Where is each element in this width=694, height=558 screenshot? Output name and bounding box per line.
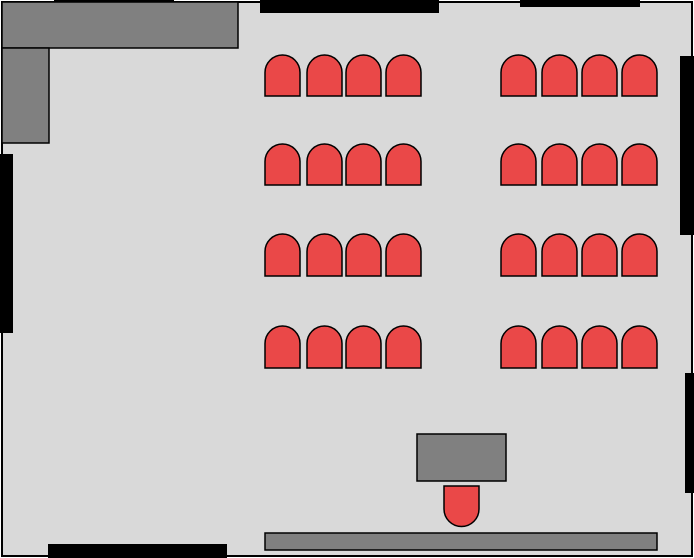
chair [500, 233, 537, 277]
top-wall-opening-3 [520, 0, 640, 7]
chair [264, 143, 301, 186]
bottom-wall-opening [48, 544, 227, 558]
chair [306, 143, 343, 186]
chair [345, 54, 382, 97]
chair [541, 233, 578, 277]
corner-counter-side [1, 47, 50, 144]
chair [385, 233, 422, 277]
chair [621, 143, 658, 186]
chair [264, 233, 301, 277]
chair [385, 54, 422, 97]
chair [500, 54, 537, 97]
chair [385, 143, 422, 186]
teacher-chair [443, 485, 480, 528]
chair-group-right-block [500, 54, 658, 369]
chair [621, 233, 658, 277]
chair [581, 233, 618, 277]
chair [581, 54, 618, 97]
top-wall-opening-2 [260, 0, 439, 13]
chair [345, 325, 382, 369]
teacher-desk [416, 433, 507, 482]
chair-group-left-block [264, 54, 422, 369]
chair [306, 54, 343, 97]
chair [581, 325, 618, 369]
chair-area [264, 54, 658, 369]
chair [264, 325, 301, 369]
chair [306, 233, 343, 277]
chair [541, 54, 578, 97]
left-wall-opening [0, 154, 13, 333]
chair [581, 143, 618, 186]
chair [264, 54, 301, 97]
chair [621, 54, 658, 97]
chair [345, 143, 382, 186]
front-bench [264, 532, 658, 551]
chair [500, 325, 537, 369]
chair [345, 233, 382, 277]
chair [621, 325, 658, 369]
chair [541, 325, 578, 369]
corner-counter-top [1, 1, 239, 49]
chair [385, 325, 422, 369]
chair [541, 143, 578, 186]
right-wall-opening-1 [680, 56, 694, 235]
chair [500, 143, 537, 186]
chair [306, 325, 343, 369]
right-wall-opening-2 [685, 373, 694, 493]
